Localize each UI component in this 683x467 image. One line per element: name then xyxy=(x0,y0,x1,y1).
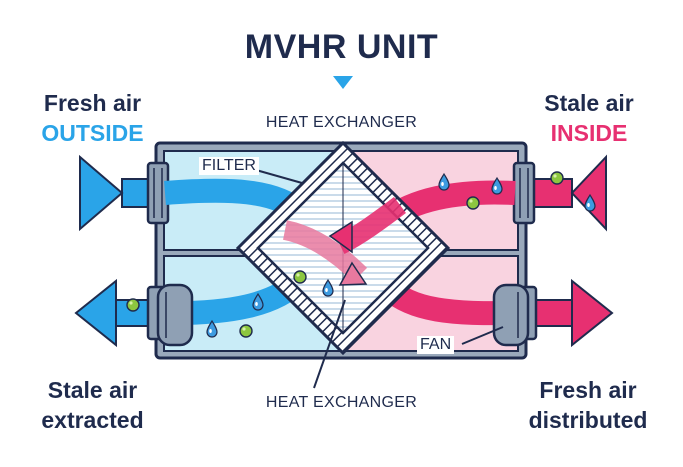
fresh-air-out-arrow xyxy=(571,278,614,348)
label-fresh-air-distributed: Fresh air distributed xyxy=(508,375,668,435)
pollen-dot-icon xyxy=(126,298,140,312)
pollen-dot-icon xyxy=(239,324,253,338)
label-fresh-air-distributed-line2: distributed xyxy=(528,407,648,433)
pollen-dot-icon xyxy=(550,171,564,185)
label-stale-air-extracted-line1: Stale air xyxy=(47,377,138,403)
label-fresh-air-distributed-line1: Fresh air xyxy=(539,377,637,403)
heat-exchanger-leader-line xyxy=(313,299,346,389)
stale-air-in-arrow xyxy=(570,154,607,232)
label-fresh-air-outside-line1: Fresh air xyxy=(43,90,142,116)
duct-fresh-inlet xyxy=(121,161,170,225)
label-stale-air-extracted: Stale air extracted xyxy=(20,375,165,435)
label-stale-air-inside: Stale air INSIDE xyxy=(514,88,664,148)
stale-air-out-arrow xyxy=(74,278,117,348)
fan-leader-line xyxy=(461,326,504,345)
fan-icon-left xyxy=(156,283,194,347)
label-heat-exchanger-top: HEAT EXCHANGER xyxy=(265,114,418,131)
label-fan: FAN xyxy=(417,336,455,354)
label-fresh-air-outside-line2: OUTSIDE xyxy=(41,120,144,146)
label-fresh-air-outside: Fresh air OUTSIDE xyxy=(20,88,165,148)
pollen-dot-icon xyxy=(293,270,307,284)
heat-exchanger-core xyxy=(235,140,451,356)
label-stale-air-inside-line1: Stale air xyxy=(544,90,634,116)
label-stale-air-inside-line2: INSIDE xyxy=(550,120,628,146)
label-stale-air-extracted-line2: extracted xyxy=(41,407,144,433)
diagram-title: MVHR UNIT xyxy=(244,28,439,66)
label-heat-exchanger-bottom: HEAT EXCHANGER xyxy=(265,394,418,411)
fresh-air-in-arrow xyxy=(79,154,124,232)
pollen-dot-icon xyxy=(466,196,480,210)
duct-stale-inlet xyxy=(512,161,573,225)
filter-leader-line xyxy=(255,169,303,184)
down-triangle-icon xyxy=(333,76,353,89)
fan-icon xyxy=(492,283,530,347)
label-filter: FILTER xyxy=(199,157,259,175)
